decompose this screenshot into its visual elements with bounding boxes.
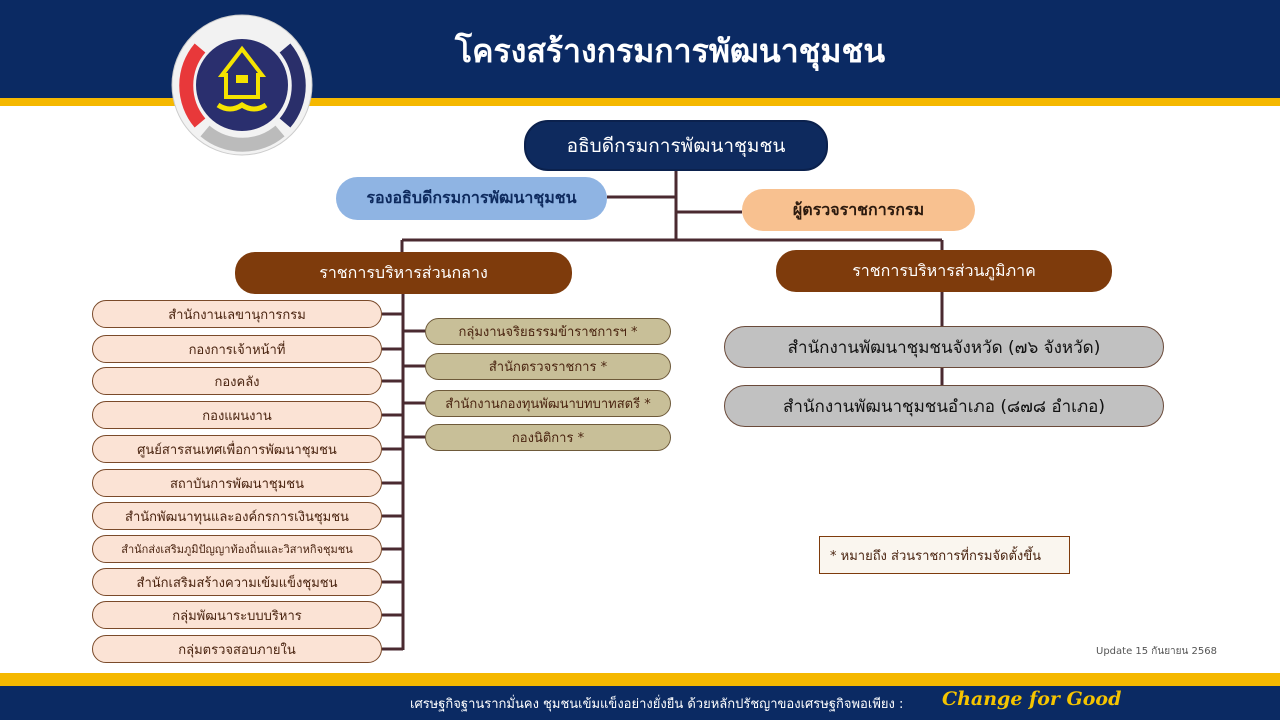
central-unit-item: กองคลัง [92,367,382,395]
provincial-office-box: สำนักงานพัฒนาชุมชนจังหวัด (๗๖ จังหวัด) [724,326,1164,368]
footer-text: เศรษฐกิจฐานรากมั่นคง ชุมชนเข้มแข็งอย่างย… [410,697,904,712]
central-unit-item: สถาบันการพัฒนาชุมชน [92,469,382,497]
special-unit-item: สำนักตรวจราชการ * [425,353,671,380]
central-unit-item: กลุ่มพัฒนาระบบบริหาร [92,601,382,629]
central-unit-item: สำนักงานเลขานุการกรม [92,300,382,328]
footer-bar [0,686,1280,720]
special-unit-item: สำนักงานกองทุนพัฒนาบทบาทสตรี * [425,390,671,417]
central-unit-item: สำนักพัฒนาทุนและองค์กรการเงินชุมชน [92,502,382,530]
legend-note: * หมายถึง ส่วนราชการที่กรมจัดตั้งขึ้น [819,536,1070,574]
district-office-box: สำนักงานพัฒนาชุมชนอำเภอ (๘๗๘ อำเภอ) [724,385,1164,427]
director-box: อธิบดีกรมการพัฒนาชุมชน [524,120,828,171]
deputy-director-box: รองอธิบดีกรมการพัฒนาชุมชน [336,177,607,220]
special-unit-item: กองนิติการ * [425,424,671,451]
special-unit-item: กลุ่มงานจริยธรรมข้าราชการฯ * [425,318,671,345]
central-unit-item: กองการเจ้าหน้าที่ [92,335,382,363]
central-unit-item: กองแผนงาน [92,401,382,429]
central-unit-item: สำนักส่งเสริมภูมิปัญญาท้องถิ่นและวิสาหกิ… [92,535,382,563]
central-administration-box: ราชการบริหารส่วนกลาง [235,252,572,294]
page-title: โครงสร้างกรมการพัฒนาชุมชน [454,32,886,70]
central-unit-item: กลุ่มตรวจสอบภายใน [92,635,382,663]
regional-administration-box: ราชการบริหารส่วนภูมิภาค [776,250,1112,292]
department-logo [171,14,313,156]
footer-gold-band [0,673,1280,686]
footer-slogan: Change for Good [942,688,1122,710]
header-gold-band [0,98,1280,106]
central-unit-item: ศูนย์สารสนเทศเพื่อการพัฒนาชุมชน [92,435,382,463]
inspector-box: ผู้ตรวจราชการกรม [742,189,975,231]
central-unit-item: สำนักเสริมสร้างความเข้มแข็งชุมชน [92,568,382,596]
update-date: Update 15 กันยายน 2568 [1096,646,1217,657]
